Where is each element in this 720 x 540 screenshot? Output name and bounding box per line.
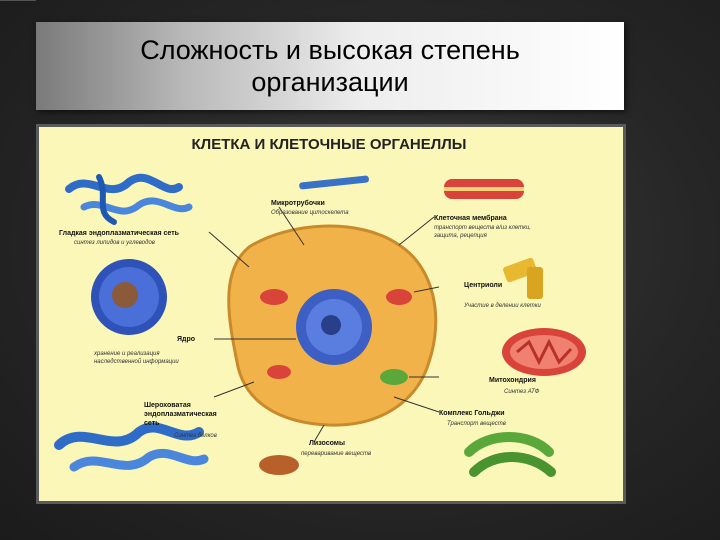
mitochondria-illustration bbox=[502, 328, 586, 376]
nucleus-illustration bbox=[91, 259, 167, 335]
membrane-illustration bbox=[444, 179, 524, 199]
label-rough-er-3: сеть bbox=[144, 420, 160, 427]
golgi-illustration bbox=[464, 432, 556, 477]
label-membrane-desc-1: транспорт веществ в/из клетки, bbox=[434, 225, 531, 231]
label-membrane-desc-2: защита, рецепция bbox=[433, 233, 488, 239]
poster-heading: КЛЕТКА И КЛЕТОЧНЫЕ ОРГАНЕЛЛЫ bbox=[192, 136, 467, 153]
lysosome-illustration bbox=[259, 455, 299, 475]
slide-title-line-2: организации bbox=[251, 67, 409, 97]
label-golgi-desc: Транспорт веществ bbox=[447, 421, 506, 427]
label-rough-er-desc: Синтез белков bbox=[174, 433, 217, 439]
label-microtubules-desc: Образование цитоскелета bbox=[271, 210, 349, 216]
label-microtubules: Микротрубочки bbox=[271, 199, 325, 207]
microtubule-illustration bbox=[299, 175, 369, 190]
label-smooth-er-desc: синтез липидов и углеводов bbox=[74, 240, 155, 246]
label-lysosomes: Лизосомы bbox=[309, 440, 345, 447]
label-rough-er-2: эндоплазматическая bbox=[144, 411, 217, 418]
label-mitochondria-desc: Синтез АТФ bbox=[504, 389, 540, 395]
cell-illustration bbox=[227, 224, 438, 427]
label-centrioles: Центриоли bbox=[464, 282, 502, 289]
poster-illustration: КЛЕТКА И КЛЕТОЧНЫЕ ОРГАНЕЛЛЫ bbox=[54, 136, 586, 477]
label-lysosomes-desc: переваривание веществ bbox=[301, 451, 371, 457]
label-golgi: Комплекс Гольджи bbox=[439, 410, 505, 417]
smooth-er-illustration bbox=[65, 173, 193, 225]
slide-title-line-1: Сложность и высокая степень bbox=[140, 35, 520, 65]
rough-er-illustration bbox=[54, 422, 209, 472]
leader-lines bbox=[208, 206, 440, 443]
label-smooth-er: Гладкая эндоплазматическая сеть bbox=[59, 230, 180, 237]
label-nucleus-desc-1: хранение и реализация bbox=[93, 351, 160, 357]
centrioles-illustration bbox=[503, 257, 543, 299]
decorative-line bbox=[0, 0, 36, 1]
label-nucleus-desc-2: наследственной информации bbox=[94, 358, 179, 365]
label-membrane: Клеточная мембрана bbox=[434, 214, 507, 222]
label-rough-er-1: Шероховатая bbox=[144, 402, 191, 409]
label-mitochondria: Митохондрия bbox=[489, 377, 536, 384]
slide-title-box: Сложность и высокая степень организации bbox=[36, 22, 624, 110]
cell-organelles-poster: КЛЕТКА И КЛЕТОЧНЫЕ ОРГАНЕЛЛЫ bbox=[36, 124, 626, 504]
label-centrioles-desc: Участие в делении клетки bbox=[463, 303, 542, 309]
label-nucleus: Ядро bbox=[177, 336, 195, 343]
